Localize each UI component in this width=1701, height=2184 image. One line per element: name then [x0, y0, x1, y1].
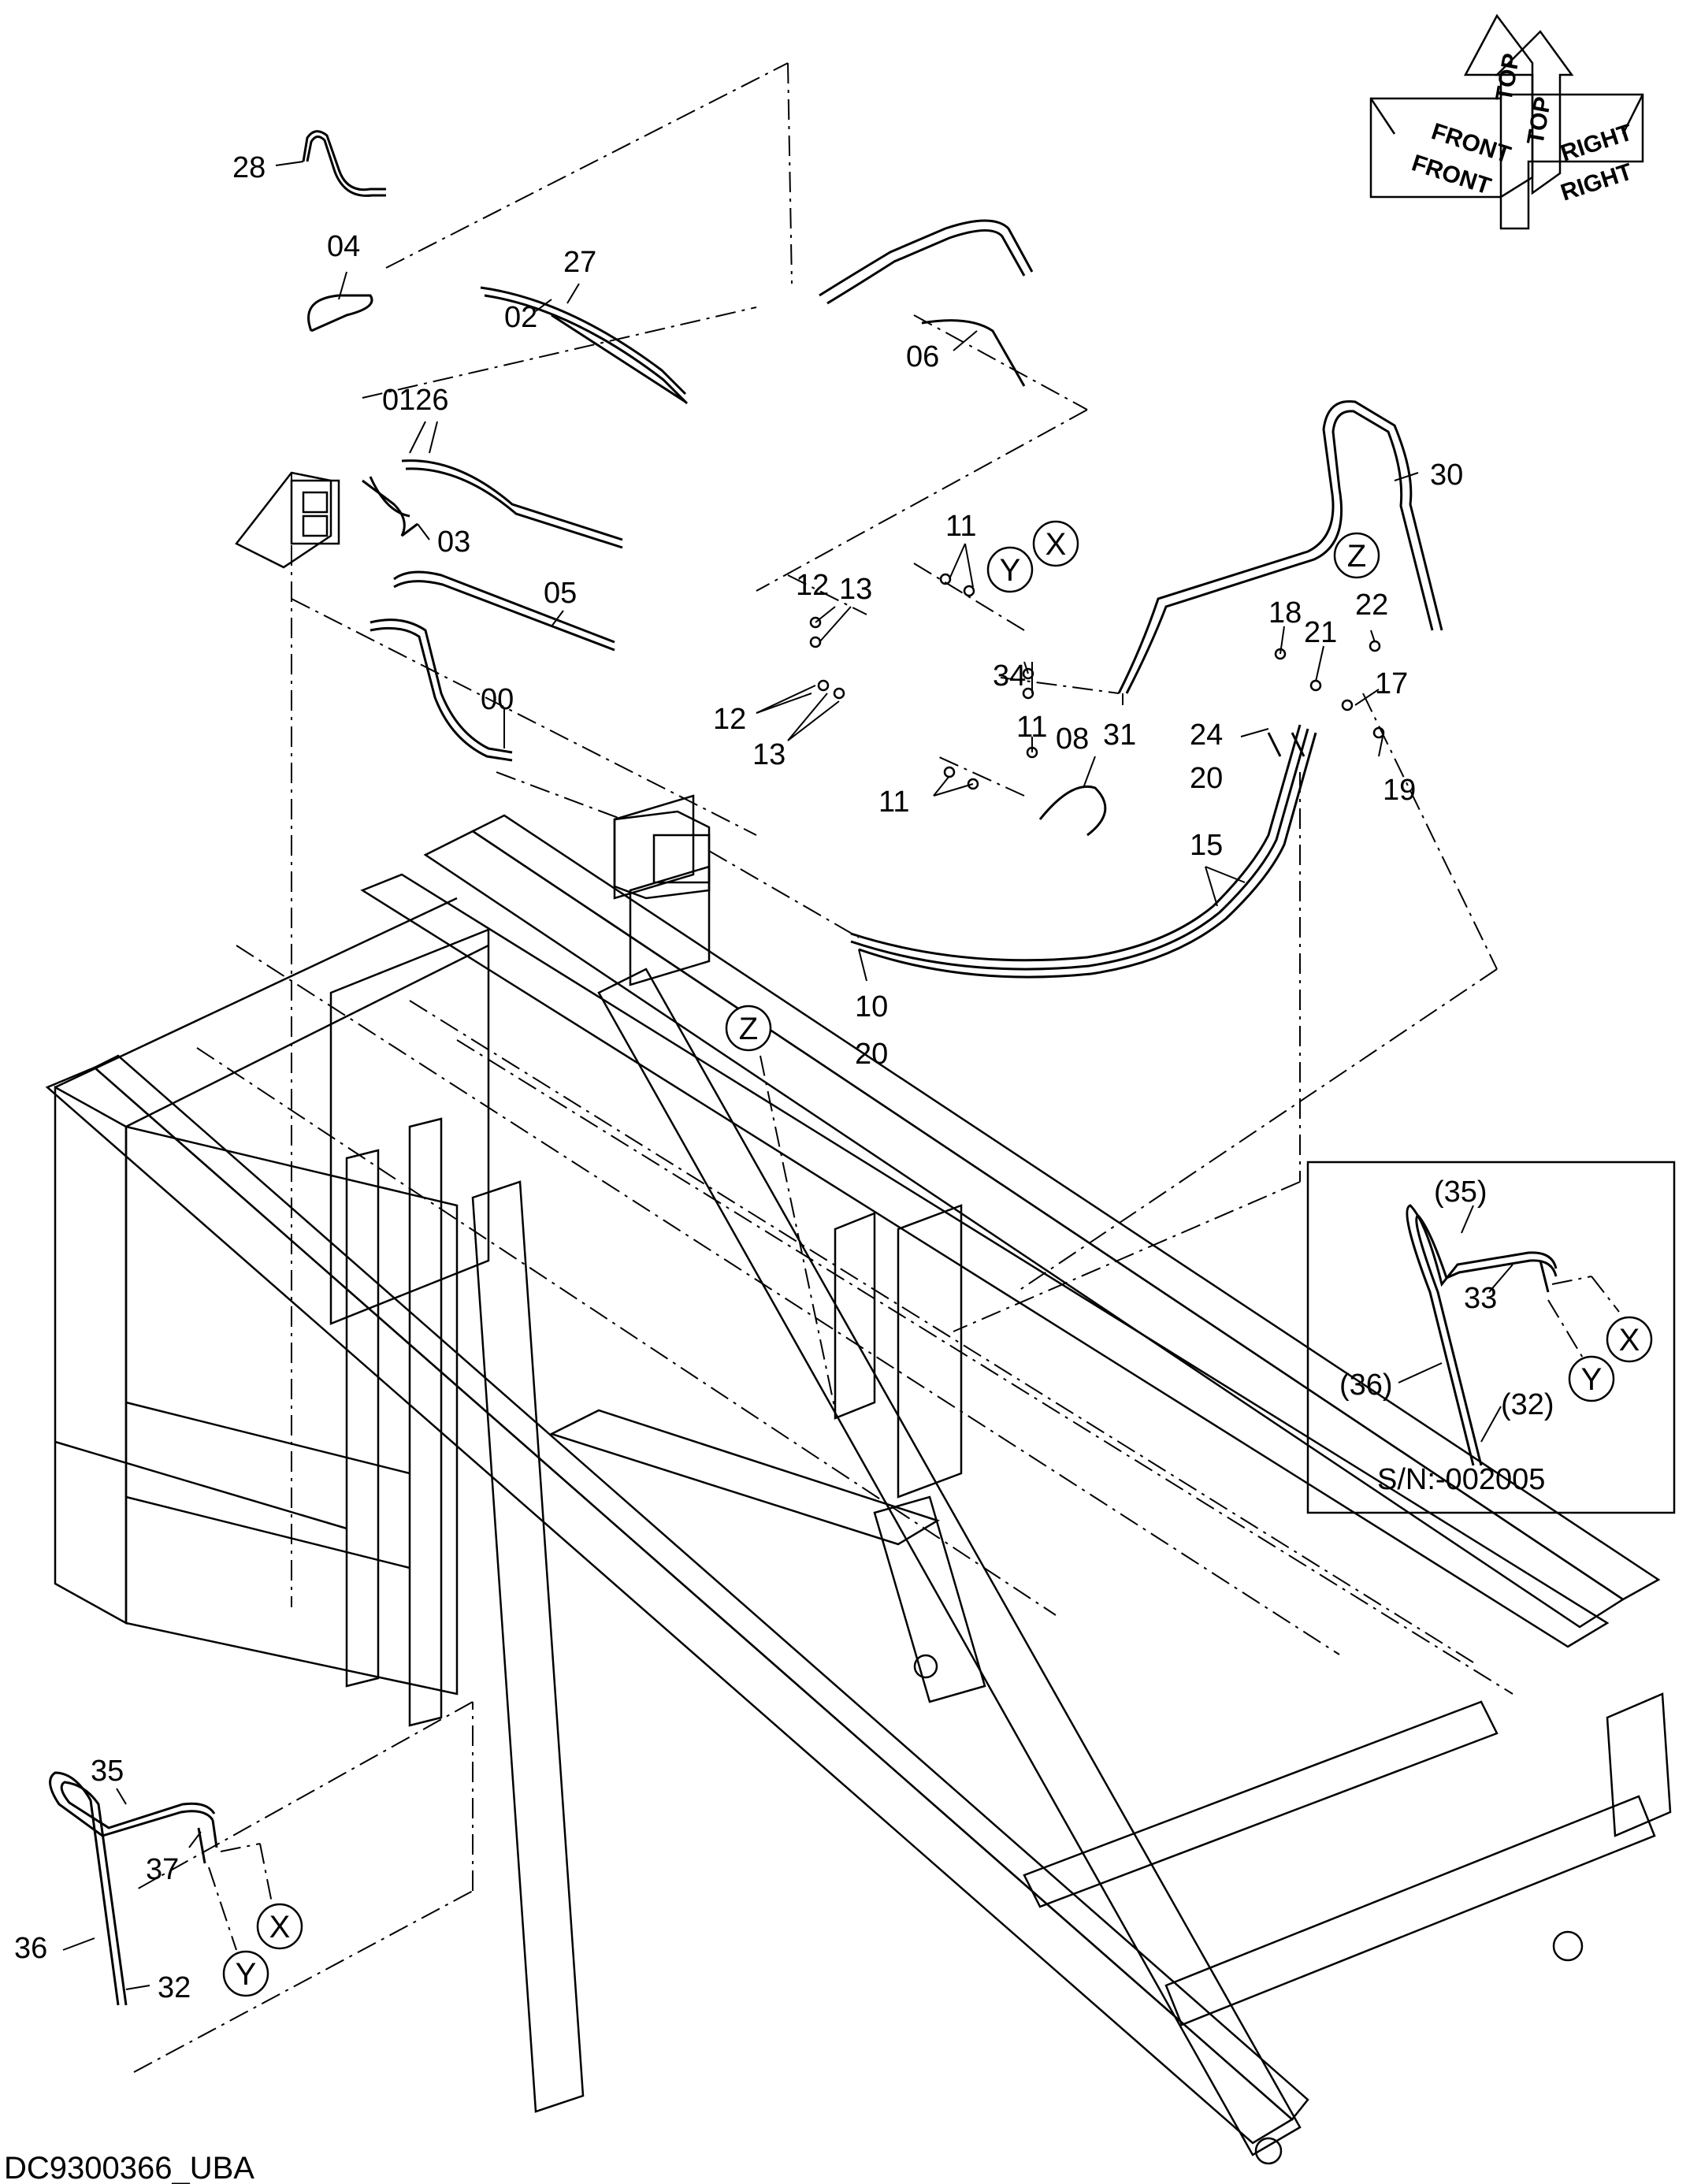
callout-20-upper: 20 — [1190, 762, 1223, 795]
callout-28: 28 — [232, 151, 266, 184]
machine-frame — [45, 794, 1672, 2165]
orientation-right-label-2: RIGHT — [1558, 158, 1636, 206]
callout-06: 06 — [906, 340, 939, 373]
callout-12-lower: 12 — [713, 703, 746, 736]
ref-x-bottom: X — [269, 1910, 291, 1944]
callout-20-lower: 20 — [855, 1038, 888, 1071]
ref-circle-y-bottom — [222, 1950, 269, 1997]
inset-ref-circle-y — [1568, 1355, 1615, 1402]
callouts: 28 04 27 02 0126 03 05 06 00 11 12 13 12… — [14, 151, 1463, 2004]
ref-y-bottom: Y — [236, 1957, 257, 1992]
ref-circle-z-center — [725, 1005, 772, 1052]
callout-19: 19 — [1383, 774, 1416, 807]
orientation-top-label-2: TOP — [1522, 95, 1556, 147]
callout-24: 24 — [1190, 719, 1223, 752]
manifold-block — [613, 810, 711, 900]
inset-callout-35: (35) — [1434, 1176, 1487, 1209]
ref-circle-x-top — [1032, 520, 1079, 567]
leader-lines — [275, 161, 1419, 982]
orientation-icon: FRONT FRONT TOP TOP RIGHT RIGHT — [1369, 13, 1644, 230]
callout-32: 32 — [158, 1971, 191, 2004]
ref-z-center: Z — [739, 1012, 758, 1046]
callout-13-upper: 13 — [839, 573, 872, 606]
inset-serial: S/N:-002005 — [1377, 1463, 1545, 1496]
inset-ref-x: X — [1619, 1323, 1640, 1358]
callout-27: 27 — [563, 246, 596, 279]
callout-37: 37 — [146, 1853, 179, 1886]
callout-15: 15 — [1190, 829, 1223, 862]
ref-circle-z-right — [1333, 532, 1380, 579]
callout-05: 05 — [544, 577, 577, 610]
valve-block — [235, 471, 340, 569]
inset-ref-y: Y — [1581, 1362, 1603, 1397]
callout-12-upper: 12 — [796, 569, 829, 602]
callout-11-lower: 11 — [878, 786, 909, 819]
document-code: DC9300366_UBA — [4, 2151, 254, 2184]
inset-callout-36: (36) — [1339, 1369, 1393, 1402]
callout-30: 30 — [1430, 459, 1463, 492]
callout-08: 08 — [1056, 722, 1089, 756]
callout-13-lower: 13 — [752, 738, 786, 771]
phantom-lines — [133, 62, 1498, 2073]
callout-04: 04 — [327, 230, 360, 263]
callout-21: 21 — [1304, 616, 1337, 649]
ref-circle-y-top — [986, 546, 1034, 593]
inset-frame — [1306, 1161, 1676, 1514]
callout-22: 22 — [1355, 589, 1388, 622]
ref-z-right: Z — [1347, 539, 1366, 574]
callout-0126: 0126 — [382, 384, 449, 417]
callout-17: 17 — [1375, 667, 1408, 700]
orientation-top-label: TOP — [1491, 51, 1525, 103]
callout-31: 31 — [1103, 719, 1136, 752]
ref-y-top: Y — [1000, 553, 1021, 588]
serial-inset: (35) 33 (36) (32) X Y S/N:-002005 — [1306, 1161, 1676, 1514]
callout-03: 03 — [437, 526, 470, 559]
callout-35: 35 — [91, 1755, 124, 1788]
ref-circle-x-bottom — [256, 1903, 303, 1950]
hoses — [302, 130, 1443, 979]
callout-00: 00 — [481, 683, 514, 716]
callout-10: 10 — [855, 990, 888, 1023]
callout-02: 02 — [504, 301, 537, 334]
inset-callout-32: (32) — [1501, 1388, 1554, 1421]
inset-ref-circle-x — [1606, 1316, 1653, 1363]
callout-18: 18 — [1268, 596, 1302, 630]
bottom-left-hose-detail — [49, 1771, 273, 2006]
callout-36: 36 — [14, 1932, 47, 1965]
inset-callout-33: 33 — [1464, 1282, 1497, 1315]
callout-11-top: 11 — [945, 510, 976, 543]
reference-markers: X Y Z Z X Y — [222, 520, 1380, 1997]
callout-34: 34 — [993, 659, 1026, 693]
callout-11-mid: 11 — [1016, 711, 1047, 744]
ref-x-top: X — [1045, 527, 1067, 562]
